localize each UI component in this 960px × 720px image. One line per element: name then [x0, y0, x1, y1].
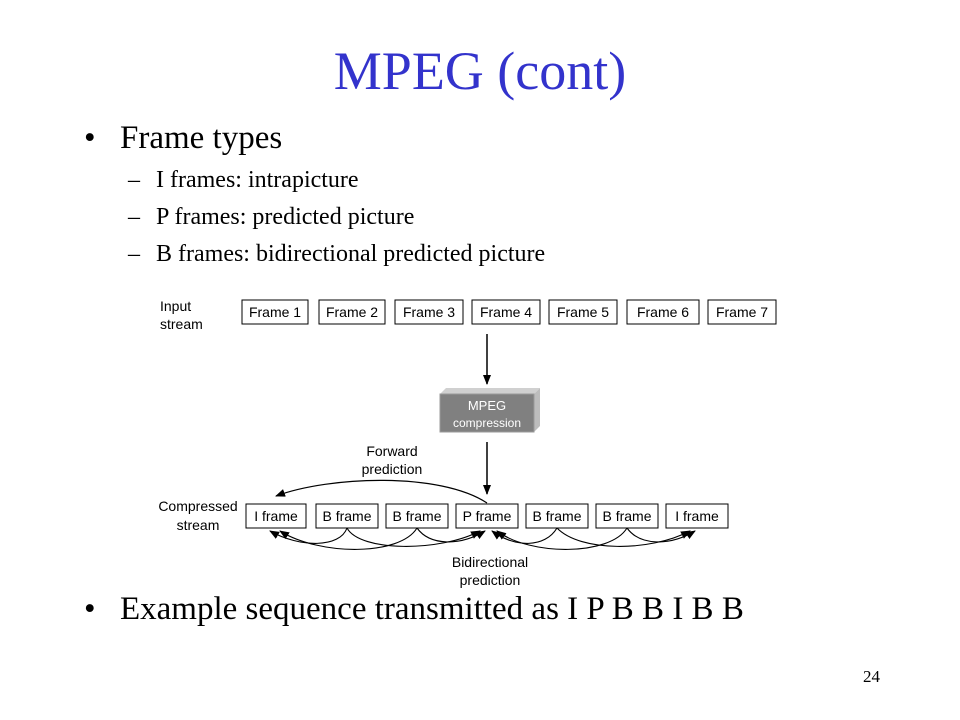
frame-label: I frame	[675, 508, 719, 524]
subitem-text: I frames: intrapicture	[156, 167, 359, 193]
frame-label: B frame	[532, 508, 581, 524]
frame-label: P frame	[463, 508, 512, 524]
frame-box	[245, 503, 307, 529]
bidirectional-label-line1: Bidirectional	[452, 554, 528, 570]
bidir-arrow	[496, 527, 628, 550]
bullet-dot: •	[84, 591, 96, 627]
frame-box	[665, 503, 729, 529]
bevel-top	[440, 388, 540, 394]
compressed-stream-label-line1: Compressed	[158, 498, 237, 514]
forward-prediction-arrow	[275, 479, 488, 504]
bidir-arrow	[556, 527, 691, 547]
frame-label: Frame 6	[637, 304, 689, 320]
frame-box	[394, 299, 464, 325]
dash-marker: –	[128, 204, 140, 230]
page-number: 24	[863, 667, 880, 686]
bidirectional-arrows	[269, 527, 696, 550]
frame-label: B frame	[322, 508, 371, 524]
frame-box	[455, 503, 519, 529]
bidirectional-label-line2: prediction	[460, 572, 521, 588]
frame-label: Frame 5	[557, 304, 609, 320]
frame-box	[385, 503, 449, 529]
compression-label-line2: compression	[453, 416, 521, 430]
compression-label-line1: MPEG	[468, 398, 506, 413]
mpeg-compression-box: MPEG compression	[439, 388, 540, 433]
bidir-arrow	[279, 527, 418, 550]
bullet-text: Example sequence transmitted as I P B B …	[120, 591, 744, 627]
bidir-arrow	[491, 527, 558, 544]
frame-label: Frame 2	[326, 304, 378, 320]
frame-label: B frame	[392, 508, 441, 524]
dash-marker: –	[128, 241, 140, 267]
compressed-stream-label-line2: stream	[177, 517, 220, 533]
frame-box	[626, 299, 700, 325]
frame-box	[548, 299, 618, 325]
bullet-frame-types: • Frame types	[84, 122, 282, 155]
forward-prediction-label-line1: Forward	[366, 443, 417, 459]
subitem-i-frames: –I frames: intrapicture	[128, 168, 359, 192]
bidir-arrow	[346, 527, 481, 547]
forward-prediction-label-line2: prediction	[362, 461, 423, 477]
frame-label: Frame 3	[403, 304, 455, 320]
slide-title: MPEG (cont)	[333, 41, 627, 101]
subitem-text: B frames: bidirectional predicted pictur…	[156, 241, 546, 267]
frame-label: Frame 1	[249, 304, 301, 320]
frame-label: B frame	[602, 508, 651, 524]
bidir-arrow	[626, 527, 696, 543]
dash-marker: –	[128, 167, 140, 193]
frame-box	[471, 299, 541, 325]
frame-box	[595, 503, 659, 529]
input-frames: Frame 1 Frame 2 Frame 3 Frame 4 Frame 5 …	[241, 299, 777, 325]
bullet-text: Frame types	[120, 120, 283, 156]
input-stream-label-line1: Input	[160, 298, 191, 314]
frame-label: I frame	[254, 508, 298, 524]
bidir-arrow	[269, 527, 348, 544]
frame-box	[318, 299, 386, 325]
bevel-right	[534, 388, 540, 432]
bullet-dot: •	[84, 120, 96, 156]
frame-box	[525, 503, 589, 529]
input-stream-label-line2: stream	[160, 316, 203, 332]
frame-box	[241, 299, 309, 325]
frame-box	[707, 299, 777, 325]
subitem-p-frames: –P frames: predicted picture	[128, 205, 414, 229]
frame-box	[315, 503, 379, 529]
output-frames: I frame B frame B frame P frame B frame …	[245, 503, 729, 529]
compression-face	[439, 393, 535, 433]
bullet-example-sequence: • Example sequence transmitted as I P B B…	[84, 593, 744, 626]
frame-label: Frame 4	[480, 304, 532, 320]
subitem-b-frames: –B frames: bidirectional predicted pictu…	[128, 242, 545, 266]
bidir-arrow	[416, 527, 486, 543]
subitem-text: P frames: predicted picture	[156, 204, 415, 230]
frame-label: Frame 7	[716, 304, 768, 320]
